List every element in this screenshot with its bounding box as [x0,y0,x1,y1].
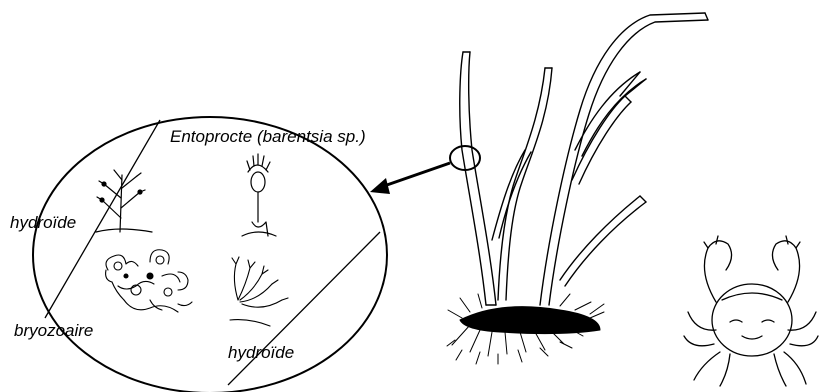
arrow-head [370,178,390,194]
magnified-oval [33,117,387,392]
crab-drawing [684,236,818,386]
seagrass-plant-drawing [460,13,708,305]
label-hydroide-left: hydroïde [10,213,76,232]
label-bryozoaire: bryozoaire [14,321,93,340]
arrow-shaft [384,163,450,186]
magnified-view: Entoprocte (barentsia sp.) hydroïde bryo… [10,117,387,392]
zoom-arrow [370,146,480,194]
label-entoprocte: Entoprocte (barentsia sp.) [170,127,366,146]
label-hydroide-right: hydroïde [228,343,294,362]
plant-roots-drawing [447,294,604,364]
